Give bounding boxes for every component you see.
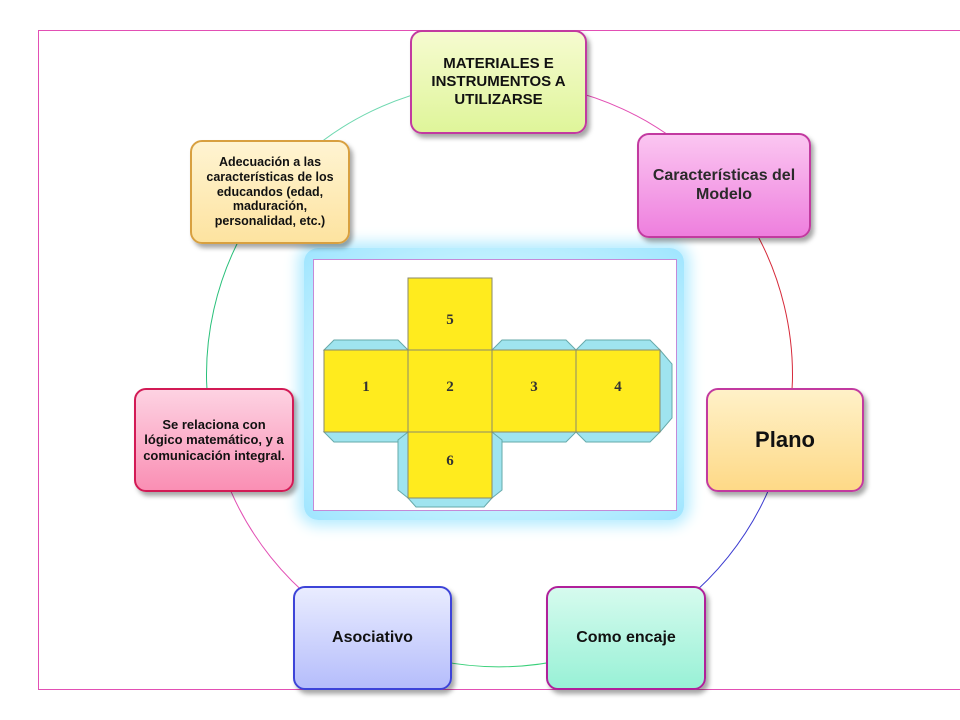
tab-4-bottom <box>574 431 662 443</box>
node-como-encaje: Como encaje <box>546 586 706 690</box>
tab-left-top <box>322 339 410 351</box>
face-3 <box>491 349 577 433</box>
node-adecuacion: Adecuación a las características de los … <box>190 140 350 244</box>
face-6 <box>407 431 493 499</box>
face-label-4: 4 <box>614 379 622 395</box>
cube-net-image: 5 1 2 3 4 6 <box>313 259 677 511</box>
face-2 <box>407 349 493 433</box>
face-1 <box>323 349 409 433</box>
tab-right <box>659 348 673 434</box>
tab-6-right <box>491 430 503 500</box>
face-label-3: 3 <box>530 379 538 395</box>
node-materiales: MATERIALES E INSTRUMENTOS A UTILIZARSE <box>410 30 587 134</box>
tab-4-top <box>574 339 662 351</box>
face-4 <box>575 349 661 433</box>
face-label-2: 2 <box>446 379 454 395</box>
face-label-1: 1 <box>362 379 370 395</box>
tab-3-top <box>490 339 578 351</box>
tab-6-left <box>397 430 409 500</box>
face-label-5: 5 <box>446 312 454 328</box>
tab-6-bottom <box>406 497 494 508</box>
node-caracteristicas: Características del Modelo <box>637 133 811 238</box>
tab-left-bottom <box>322 431 410 443</box>
node-se-relaciona: Se relaciona con lógico matemático, y a … <box>134 388 294 492</box>
node-asociativo: Asociativo <box>293 586 452 690</box>
tab-3-bottom <box>490 431 578 443</box>
face-5 <box>407 277 493 351</box>
node-plano: Plano <box>706 388 864 492</box>
face-label-6: 6 <box>446 453 454 469</box>
